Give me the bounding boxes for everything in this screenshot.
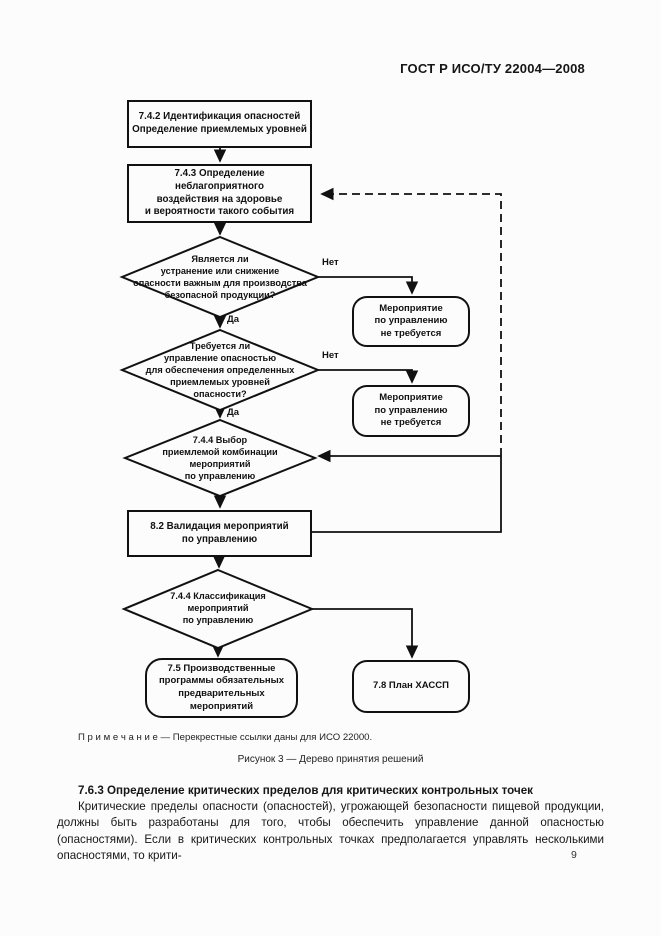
section-heading-763: 7.6.3 Определение критических пределов д… [78, 784, 533, 797]
diamond-q2-shape [119, 328, 321, 412]
node-no-control-measure-1: Мероприятие по управлению не требуется [352, 296, 470, 347]
feedback-line-solid [312, 456, 502, 533]
node-prp-programs: 7.5 Производственные программы обязатель… [145, 658, 298, 718]
diamond-select-shape [122, 418, 318, 498]
document-header-title: ГОСТ Р ИСО/ТУ 22004—2008 [400, 61, 585, 76]
figure-caption: Рисунок 3 — Дерево принятия решений [237, 754, 424, 765]
arrow-q2-no [318, 369, 419, 384]
label-no-1: Нет [322, 257, 339, 268]
arrow-classify-to-haccp [312, 608, 419, 659]
section-paragraph: Критические пределы опасности (опасносте… [57, 800, 604, 863]
node-question-elimination: Является ли устранение или снижение опас… [133, 253, 307, 301]
node-question-control-needed: Требуется ли управление опасностью для о… [145, 340, 295, 400]
diamond-classify-shape [121, 568, 315, 650]
node-identify-hazards: 7.4.2 Идентификация опасностей Определен… [127, 100, 312, 148]
arrow-q1-no [318, 276, 419, 295]
arrow-feedback-to-assess-dashed [320, 187, 502, 456]
node-no-control-measure-2: Мероприятие по управлению не требуется [352, 385, 470, 437]
node-haccp-plan: 7.8 План ХАССП [352, 660, 470, 713]
node-validate-measures: 8.2 Валидация мероприятий по управлению [127, 510, 312, 557]
label-no-2: Нет [322, 350, 339, 361]
label-yes-2: Да [227, 407, 240, 418]
label-yes-1: Да [227, 314, 240, 325]
node-classify-measures: 7.4.4 Классификация мероприятий по управ… [170, 590, 266, 626]
figure-note: П р и м е ч а н и е — Перекрестные ссылк… [78, 732, 373, 743]
diamond-q1-shape [119, 235, 321, 319]
page-number: 9 [571, 849, 577, 861]
node-assess-impact: 7.4.3 Определение неблагоприятного возде… [127, 164, 312, 223]
node-select-combination: 7.4.4 Выбор приемлемой комбинации меропр… [162, 434, 278, 482]
